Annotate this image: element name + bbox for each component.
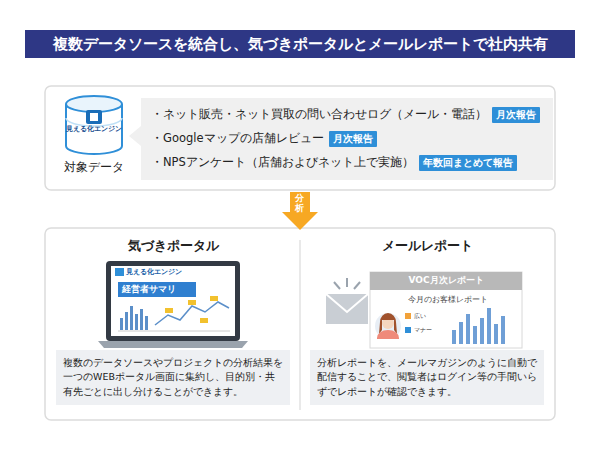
laptop (145, 316, 148, 330)
node-text: 気づきポータル (47, 232, 299, 255)
report-sheet (452, 308, 505, 344)
data-list-box: ・ネット販売・ネット買取の問い合わせログ（メール・電話） ・Googleマップの店… (141, 98, 553, 180)
report-sheet (494, 324, 498, 344)
node-text: メールレポート (301, 232, 553, 255)
node-text: ・NPSアンケート（店舗およびネット上で実施） (151, 155, 414, 170)
laptop (115, 268, 124, 276)
analysis-arrow: 分析 (282, 192, 318, 230)
report-sheet (480, 318, 484, 344)
report-item: 広い (414, 312, 426, 321)
top-panel (45, 86, 555, 190)
top-panel (129, 126, 141, 146)
frequency-tag: 月次報告 (492, 107, 540, 123)
description-box: 分析レポートを、メールマガジンのように自動で配信することで、閲覧者はログイン等の… (310, 350, 544, 405)
screen-heading: 経営者サマリ (122, 283, 176, 296)
arrow-shape (282, 192, 318, 230)
report-subtitle: 今月のお客様レポート (408, 295, 488, 305)
laptop (140, 309, 143, 330)
report-sheet (452, 330, 456, 344)
report-sheet (370, 272, 522, 290)
envelope (334, 282, 340, 289)
mail-report-section: メールレポート分析レポートを、メールマガジンのように自動で配信することで、閲覧者… (301, 232, 553, 418)
report-item: マナー (414, 326, 432, 335)
report-sheet (459, 322, 463, 344)
laptop (130, 306, 133, 330)
laptop (120, 306, 148, 330)
node-text: 分析レポートを、メールマガジンのように自動で配信することで、閲覧者はログイン等の… (310, 350, 544, 405)
laptop (125, 312, 128, 330)
envelope (326, 294, 368, 324)
frequency-tag: 月次報告 (329, 131, 377, 147)
laptop (98, 341, 248, 348)
envelope (326, 294, 368, 312)
envelope (334, 278, 360, 289)
report-sheet (473, 326, 477, 344)
laptop (135, 314, 138, 330)
laptop (188, 300, 196, 305)
tag-text: 年数回まとめて報告 (423, 156, 513, 170)
frequency-tag: 年数回まとめて報告 (419, 155, 517, 171)
report-header: VOC月次レポート (408, 274, 483, 287)
bottom-panel (299, 240, 301, 410)
report-sheet (405, 313, 411, 319)
database-icon (86, 110, 102, 124)
node-text: 対象データ (52, 160, 136, 175)
laptop (165, 308, 173, 313)
laptop (210, 296, 218, 301)
laptop (98, 261, 248, 348)
database-icon (90, 113, 98, 121)
bottom-panel (45, 228, 555, 420)
node-text: 複数のデータソースやプロジェクトの分析結果を一つのWEBポータル画面に集約し、目… (56, 350, 290, 405)
tag-text: 月次報告 (333, 132, 373, 146)
laptop (200, 318, 208, 323)
laptop (155, 302, 229, 325)
node-text: 見える化エンジン (52, 125, 136, 134)
data-source-icon: 見える化エンジン対象データ・ネット販売・ネット買取の問い合わせログ（メール・電話… (52, 92, 136, 184)
portal-section: 気づきポータル複数のデータソースやプロジェクトの分析結果を一つのWEBポータル画… (47, 232, 299, 418)
node-text: ・Googleマップの店舗レビュー (151, 131, 324, 146)
envelope (326, 278, 368, 324)
envelope (346, 278, 348, 287)
report-sheet (370, 272, 522, 348)
tag-text: 月次報告 (496, 108, 536, 122)
report-sheet (370, 272, 522, 348)
top-panel (45, 86, 555, 190)
report-sheet (501, 316, 505, 344)
bottom-panel (45, 228, 555, 420)
node-text: 分析 (295, 194, 304, 214)
laptop (118, 331, 230, 332)
title-bar (25, 30, 575, 58)
envelope (354, 282, 360, 289)
screen-logo-text: 見える化エンジン (126, 267, 182, 277)
laptop (165, 296, 218, 323)
laptop (120, 318, 123, 330)
laptop (111, 266, 235, 336)
description-box: 複数のデータソースやプロジェクトの分析結果を一つのWEBポータル画面に集約し、目… (56, 350, 290, 405)
node-text: ・ネット販売・ネット買取の問い合わせログ（メール・電話） (151, 107, 487, 122)
laptop (106, 261, 240, 341)
laptop (118, 282, 196, 297)
report-sheet (487, 308, 491, 344)
report-sheet (405, 327, 411, 333)
report-sheet (375, 313, 401, 339)
report-sheet (377, 330, 399, 339)
page-title: 複数データソースを統合し、気づきポータルとメールレポートで社内共有 (25, 30, 575, 58)
database-icon (66, 96, 122, 112)
report-sheet (466, 314, 470, 344)
